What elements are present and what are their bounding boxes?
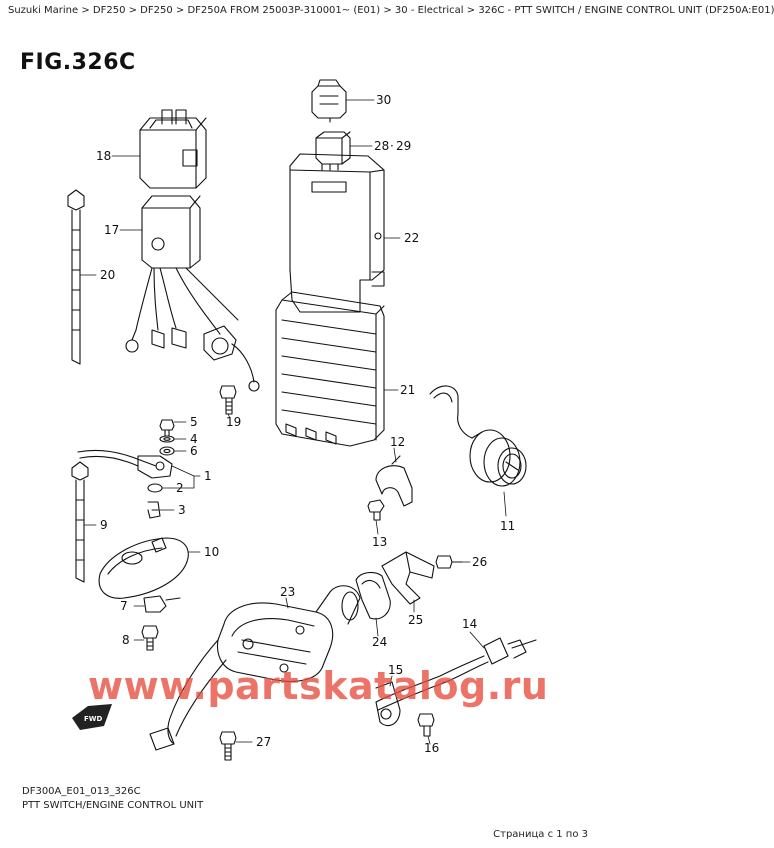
- part-24-rubber-boot[interactable]: [355, 571, 391, 620]
- fwd-arrow-icon: FWD: [72, 704, 112, 730]
- callout-4: 4: [190, 432, 198, 446]
- part-7-sensor[interactable]: [143, 595, 181, 613]
- figure-title: FIG.326C: [20, 50, 136, 75]
- callout-17: 17: [104, 223, 119, 237]
- leader-lines: [79, 99, 507, 745]
- callout-20: 20: [100, 268, 115, 282]
- figure-code: DF300A_E01_013_326C: [22, 786, 141, 797]
- part-25-bracket[interactable]: [381, 551, 435, 605]
- callout-30: 30: [376, 93, 391, 107]
- part-17-control-box[interactable]: [125, 195, 260, 392]
- callout-15: 15: [388, 663, 403, 677]
- callout-6: 6: [190, 444, 198, 458]
- part-10-ptt-switch-cover[interactable]: [98, 537, 189, 599]
- callout-23: 23: [280, 585, 295, 599]
- part-16-screw[interactable]: [417, 713, 435, 737]
- part-18-rubber-cover[interactable]: [139, 109, 207, 189]
- callout-2: 2: [176, 481, 184, 495]
- part-13-screw[interactable]: [367, 499, 385, 521]
- part-26-bolt[interactable]: [435, 555, 463, 569]
- part-2-washer[interactable]: [147, 483, 163, 493]
- breadcrumb: Suzuki Marine > DF250 > DF250 > DF250A F…: [8, 5, 774, 16]
- callout-13: 13: [372, 535, 387, 549]
- parts-diagram: FWD 30 28 · 29 18 17 22 20 21 5 4 6 19 1…: [67, 79, 537, 761]
- part-4-washer[interactable]: [159, 435, 175, 443]
- watermark: www.partskatalog.ru: [88, 664, 549, 708]
- callout-28: 28: [374, 139, 389, 153]
- figure-caption: PTT SWITCH/ENGINE CONTROL UNIT: [22, 800, 204, 811]
- part-8-bolt[interactable]: [141, 625, 159, 651]
- part-28-29-relay[interactable]: [315, 131, 351, 171]
- part-5-screw[interactable]: [159, 419, 175, 437]
- part-27-bolt[interactable]: [219, 731, 237, 761]
- callout-11: 11: [500, 519, 515, 533]
- callout-5: 5: [190, 415, 198, 429]
- part-21-engine-control-unit[interactable]: [275, 291, 385, 447]
- callout-19: 19: [226, 415, 241, 429]
- fwd-label: FWD: [84, 715, 103, 723]
- part-19-bolt[interactable]: [219, 385, 237, 415]
- part-1-sensor[interactable]: [77, 449, 173, 479]
- part-23-ptt-motor-assembly[interactable]: [149, 585, 361, 751]
- callout-22: 22: [404, 231, 419, 245]
- part-9-cable-tie[interactable]: [71, 461, 89, 583]
- part-12-clamp[interactable]: [375, 455, 413, 507]
- part-11-ptt-switch[interactable]: [429, 385, 527, 487]
- part-30-relay-connector[interactable]: [311, 79, 347, 123]
- callout-28-29-separator: ·: [390, 139, 394, 153]
- callout-21: 21: [400, 383, 415, 397]
- callout-1: 1: [204, 469, 212, 483]
- page-indicator: Страница с 1 по 3: [493, 829, 588, 840]
- callout-16: 16: [424, 741, 439, 755]
- part-22-ecu-cover[interactable]: [289, 153, 385, 313]
- callout-10: 10: [204, 545, 219, 559]
- callout-18: 18: [96, 149, 111, 163]
- callout-7: 7: [120, 599, 128, 613]
- callout-9: 9: [100, 518, 108, 532]
- callout-29: 29: [396, 139, 411, 153]
- part-14-harness-connector[interactable]: [375, 637, 537, 711]
- callout-26: 26: [472, 555, 487, 569]
- callout-14: 14: [462, 617, 477, 631]
- callout-3: 3: [178, 503, 186, 517]
- callout-8: 8: [122, 633, 130, 647]
- callout-24: 24: [372, 635, 387, 649]
- part-15-clip[interactable]: [375, 681, 401, 727]
- part-6-washer[interactable]: [159, 446, 175, 456]
- part-20-cable-tie[interactable]: [67, 189, 85, 365]
- part-3-clip[interactable]: [147, 501, 161, 519]
- callout-12: 12: [390, 435, 405, 449]
- callout-25: 25: [408, 613, 423, 627]
- callout-27: 27: [256, 735, 271, 749]
